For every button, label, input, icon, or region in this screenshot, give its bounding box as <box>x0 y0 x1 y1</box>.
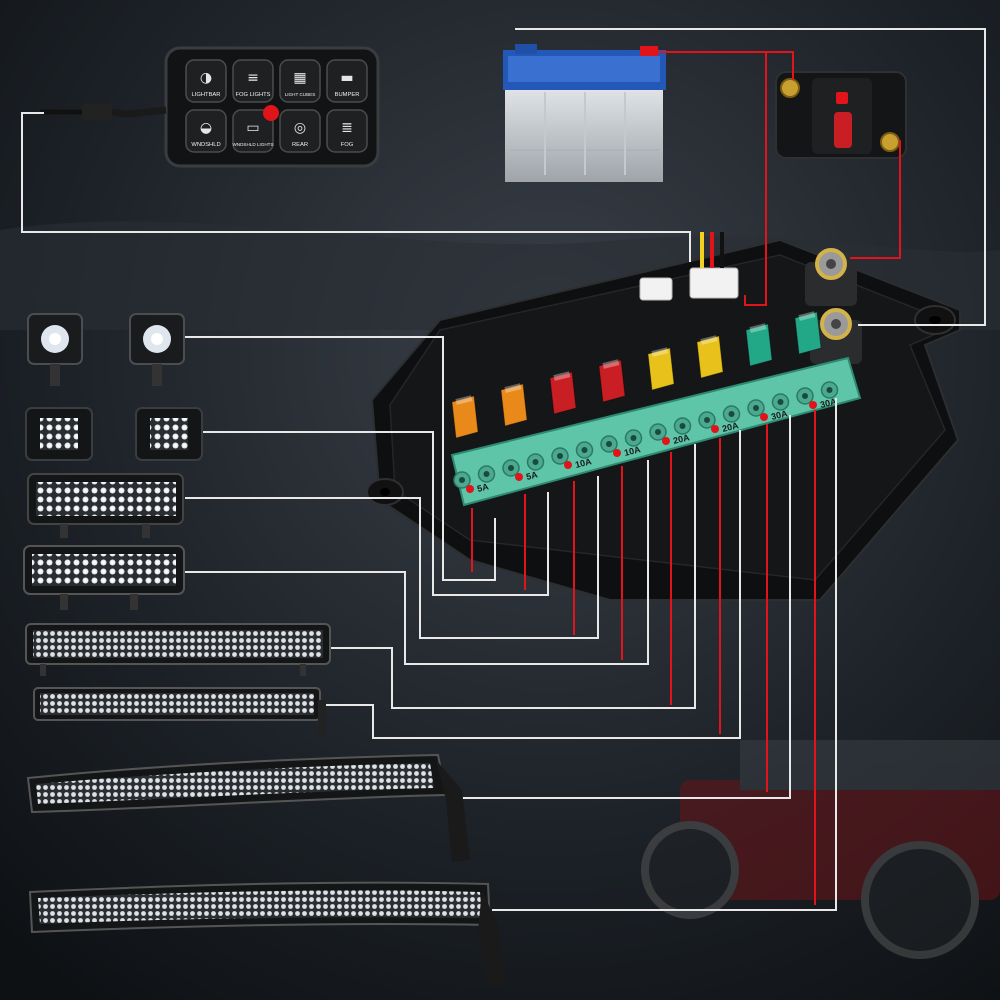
switch-button[interactable]: ▭ WNDSHLD LIGHTS <box>232 109 274 153</box>
positive-marker <box>662 437 670 445</box>
fuse: 30A <box>745 323 789 422</box>
flush-mount-pods <box>25 407 203 461</box>
fuse: 20A <box>696 335 740 434</box>
light-bar-1 <box>25 623 331 676</box>
fuse: 5A <box>451 395 490 494</box>
switch-button-label: REAR <box>292 142 308 148</box>
switch-buttons: ◑ LIGHTBAR ≡ FOG LIGHTS ▦ LIGHT CUBES ▬ BUMPER ◒… <box>185 59 368 153</box>
status-indicator <box>263 105 279 121</box>
harness-connector <box>689 267 739 299</box>
fog-icon: ≣ <box>341 120 353 136</box>
switch-panel-cable <box>21 112 691 262</box>
light-cubes-icon: ▦ <box>293 70 306 86</box>
battery <box>503 44 666 182</box>
power-stud <box>805 248 857 306</box>
pod-lights <box>27 313 185 386</box>
fuse: 10A <box>549 371 593 470</box>
curved-light-bar-1 <box>26 753 470 862</box>
input-connector <box>639 277 673 301</box>
flush-mount-pod <box>25 407 93 461</box>
switch-button[interactable]: ▬ BUMPER <box>326 59 368 103</box>
pod-light <box>27 313 83 386</box>
rear-icon: ◎ <box>294 120 306 136</box>
switch-button-label: FOG LIGHTS <box>235 92 270 98</box>
windshield-lights-icon: ▭ <box>246 120 259 136</box>
windshield-icon: ◒ <box>200 120 212 136</box>
switch-button[interactable]: ▦ LIGHT CUBES <box>279 59 321 103</box>
battery-to-breaker-wire <box>666 51 794 80</box>
fuse-rating-label: 20A <box>721 420 740 434</box>
lightbar-icon: ◑ <box>200 70 212 86</box>
breaker-to-stud-wire <box>850 140 901 259</box>
harness-leads <box>700 232 724 268</box>
fuse-rating-label: 5A <box>525 469 539 482</box>
positive-marker <box>711 425 719 433</box>
fuse: 30A <box>794 311 838 410</box>
fuses: 5A 5A 10A 10A 20A 20A 30A 30A <box>451 311 838 494</box>
fuse-rating-label: 10A <box>574 456 593 470</box>
switch-button[interactable]: ◎ REAR <box>279 109 321 153</box>
positive-marker <box>613 449 621 457</box>
background-jeep <box>641 740 1000 959</box>
positive-marker <box>809 401 817 409</box>
fuse-rating-label: 5A <box>476 481 490 494</box>
positive-marker <box>515 473 523 481</box>
fuse-rating-label: 30A <box>770 408 789 422</box>
positive-marker <box>564 461 572 469</box>
flush-mount-pod <box>135 407 203 461</box>
bumper-icon: ▬ <box>340 70 353 86</box>
switch-button-label: WNDSHLD LIGHTS <box>232 142 273 147</box>
switch-button-label: LIGHT CUBES <box>285 92 316 97</box>
terminals <box>453 381 839 489</box>
light-bar-2 <box>33 687 326 736</box>
switch-button-label: FOG <box>341 142 354 148</box>
fuse-rating-label: 10A <box>623 444 642 458</box>
fuse: 5A <box>500 383 539 482</box>
fuse-rating-label: 30A <box>819 396 838 410</box>
positive-marker <box>466 485 474 493</box>
pod-light <box>129 313 185 386</box>
circuit-breaker <box>775 71 907 159</box>
switch-button-label: BUMPER <box>335 92 360 98</box>
short-light-bar-1 <box>27 473 184 538</box>
switch-button[interactable]: ≣ FOG <box>326 109 368 153</box>
fuse: 20A <box>647 347 691 446</box>
switch-button[interactable]: ≡ FOG LIGHTS <box>232 59 274 103</box>
white-wires <box>21 28 986 911</box>
ground-stud <box>810 308 862 364</box>
fog-lights-icon: ≡ <box>247 70 259 86</box>
switch-panel: ◑ LIGHTBAR ≡ FOG LIGHTS ▦ LIGHT CUBES ▬ BUMPER ◒… <box>40 46 380 168</box>
red-wires <box>471 51 901 905</box>
switch-button-label: LIGHTBAR <box>192 92 221 98</box>
switch-button[interactable]: ◒ WNDSHLD <box>185 109 227 153</box>
fuse-rating-label: 20A <box>672 432 691 446</box>
ground-wire <box>515 28 986 326</box>
curved-light-bar-2 <box>28 881 505 985</box>
positive-marker <box>760 413 768 421</box>
fuse: 10A <box>598 359 642 458</box>
fuse-relay-box: 5A 5A 10A 10A 20A 20A 30A 30A <box>366 238 961 601</box>
short-light-bar-2 <box>23 545 185 610</box>
switch-button[interactable]: ◑ LIGHTBAR <box>185 59 227 103</box>
switch-button-label: WNDSHLD <box>191 142 220 148</box>
